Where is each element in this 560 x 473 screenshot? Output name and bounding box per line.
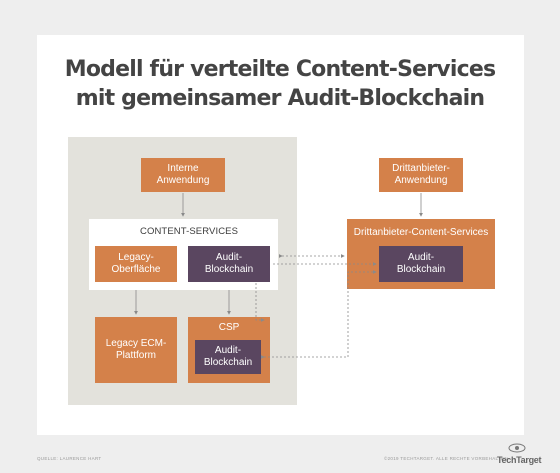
audit-blockchain-label: Audit- Blockchain [204, 252, 254, 275]
dashed-link-audit-to-csp-audit [255, 283, 265, 322]
drittanbieter-audit-blockchain-label: Audit- Blockchain [396, 252, 446, 275]
dashed-link-csp-audit-to-third-party [260, 270, 377, 359]
csp-audit-blockchain-label: Audit- Blockchain [203, 345, 253, 368]
copyright-note: ©2019 TECHTARGET. ALLE RECHTE VORBEHALTE… [384, 456, 510, 461]
content-services-label: CONTENT-SERVICES [140, 226, 239, 237]
audit-blockchain-box: Audit- Blockchain [188, 246, 270, 282]
drittanbieter-content-services-label: Drittanbieter-Content-Services [353, 227, 489, 238]
source-note: QUELLE: LAURENCE HART [37, 456, 102, 461]
legacy-ecm-plattform-box: Legacy ECM- Plattform [95, 317, 177, 383]
drittanbieter-audit-blockchain-box: Audit- Blockchain [379, 246, 463, 282]
legacy-oberflaeche-label: Legacy- Oberfläche [111, 252, 161, 275]
csp-label: CSP [218, 322, 240, 333]
diagram-title-line-1: Modell für verteilte Content-Services [64, 57, 496, 82]
diagram-title-line-2: mit gemeinsamer Audit-Blockchain [75, 86, 485, 111]
techtarget-eye-icon [508, 443, 526, 453]
drittanbieter-anwendung-box: Drittanbieter- Anwendung [379, 158, 463, 192]
interne-anwendung-box: Interne Anwendung [141, 158, 225, 192]
csp-audit-blockchain-box: Audit- Blockchain [195, 340, 261, 374]
legacy-ecm-plattform-label: Legacy ECM- Plattform [105, 338, 167, 361]
drittanbieter-anwendung-label: Drittanbieter- Anwendung [392, 163, 450, 186]
interne-anwendung-label: Interne Anwendung [156, 163, 210, 186]
techtarget-logo: TechTarget [497, 455, 542, 465]
legacy-oberflaeche-box: Legacy- Oberfläche [95, 246, 177, 282]
